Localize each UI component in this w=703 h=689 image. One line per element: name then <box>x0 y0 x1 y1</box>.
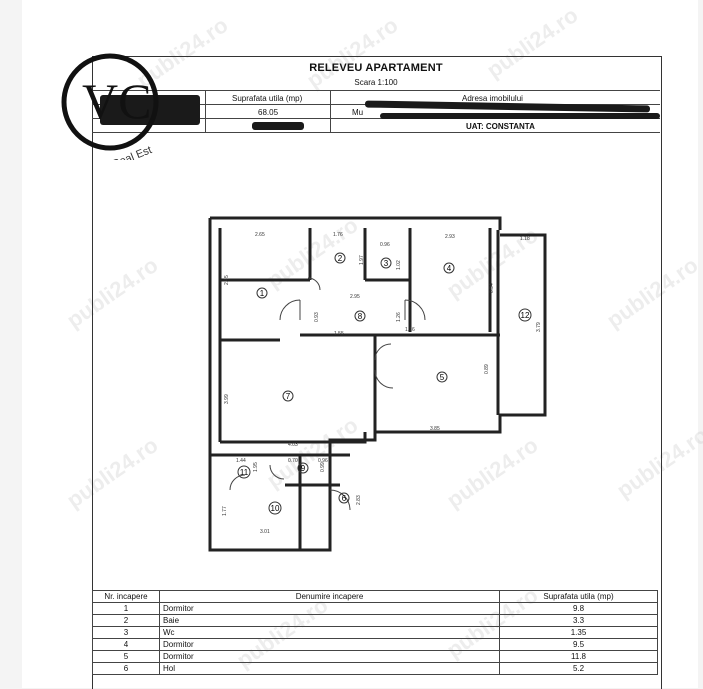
rooms-table: Nr. incapere Denumire incapere Suprafata… <box>92 590 658 675</box>
dimension-label: 3.01 <box>260 529 270 535</box>
dimension-label: 3.85 <box>430 426 440 432</box>
table-row: 6 Hol 5.2 <box>92 662 658 675</box>
room-number: 10 <box>271 504 280 513</box>
room-number: 9 <box>301 464 306 473</box>
dimension-label: 2.93 <box>445 234 455 240</box>
dimension-label: 0.94 <box>489 283 495 293</box>
dimension-label: 3.79 <box>536 322 542 332</box>
address-label: Adresa imobilului <box>462 94 523 103</box>
dimension-label: 2.45 <box>224 275 230 285</box>
dimension-label: 0.93 <box>314 312 320 322</box>
column-header: Denumire incapere <box>159 590 500 603</box>
column-header: Nr. incapere <box>92 590 160 603</box>
dimension-label: 4.03 <box>288 442 298 448</box>
dimension-label: 1.76 <box>333 232 343 238</box>
room-name: Dormitor <box>159 638 500 651</box>
logo-letters: VC <box>82 73 151 129</box>
room-nr: 1 <box>92 602 160 615</box>
title-divider <box>205 90 206 132</box>
area-label: Suprafata utila (mp) <box>232 94 303 103</box>
dimension-label: 0.89 <box>484 364 490 374</box>
dimension-label: 1.16 <box>405 327 415 333</box>
dimension-label: 0.96 <box>318 458 328 464</box>
title-divider <box>330 90 331 132</box>
room-nr: 3 <box>92 626 160 639</box>
room-area: 5.2 <box>499 662 658 675</box>
room-nr: 6 <box>92 662 160 675</box>
drawing-frame <box>92 56 662 689</box>
room-nr: 4 <box>92 638 160 651</box>
column-header: Suprafata utila (mp) <box>499 590 658 603</box>
room-number: 2 <box>338 254 343 263</box>
company-logo: VC Real Est <box>61 53 159 160</box>
floor-plan: 1 2 3 4 5 6 7 8 9 10 11 12 2.65 1.76 0.9… <box>208 216 547 552</box>
dimension-label: 1.44 <box>236 458 246 464</box>
dimension-label: 3.99 <box>224 394 230 404</box>
dimension-label: 1.95 <box>253 462 259 472</box>
dimension-label: 0.96 <box>380 242 390 248</box>
redaction-mark <box>380 113 660 119</box>
room-number: 5 <box>440 373 445 382</box>
table-header-row: Nr. incapere Denumire incapere Suprafata… <box>92 590 658 603</box>
room-name: Dormitor <box>159 650 500 663</box>
room-nr: 5 <box>92 650 160 663</box>
dimension-label: 1.18 <box>520 236 530 242</box>
room-area: 9.8 <box>499 602 658 615</box>
dimension-label: 0.99 <box>320 462 326 472</box>
room-area: 3.3 <box>499 614 658 627</box>
room-name: Wc <box>159 626 500 639</box>
room-number: 7 <box>286 392 291 401</box>
table-row: 1 Dormitor 9.8 <box>92 602 658 615</box>
room-area: 11.8 <box>499 650 658 663</box>
title-divider <box>92 90 660 91</box>
document-scale: Scara 1:100 <box>354 78 398 87</box>
room-number: 8 <box>358 312 363 321</box>
room-name: Hol <box>159 662 500 675</box>
room-number: 4 <box>447 264 452 273</box>
room-area: 9.5 <box>499 638 658 651</box>
table-row: 3 Wc 1.35 <box>92 626 658 639</box>
title-divider <box>92 118 660 119</box>
dimension-label: 2.65 <box>255 232 265 238</box>
uat-label: UAT: CONSTANTA <box>466 122 535 131</box>
room-number: 11 <box>240 468 249 477</box>
room-area: 1.35 <box>499 626 658 639</box>
table-row: 5 Dormitor 11.8 <box>92 650 658 663</box>
dimension-label: 1.55 <box>334 331 344 337</box>
room-name: Baie <box>159 614 500 627</box>
dimension-label: 1.26 <box>396 312 402 322</box>
dimension-label: 1.77 <box>222 506 228 516</box>
redaction-mark <box>252 122 304 130</box>
room-number: 1 <box>260 289 265 298</box>
room-number: 6 <box>342 494 347 503</box>
dimension-label: 2.83 <box>356 495 362 505</box>
dimension-label: 0.70 <box>288 458 298 464</box>
document-title: RELEVEU APARTAMENT <box>309 62 443 74</box>
room-number: 3 <box>384 259 389 268</box>
dimension-label: 1.02 <box>396 260 402 270</box>
room-name: Dormitor <box>159 602 500 615</box>
dimension-label: 2.95 <box>350 294 360 300</box>
table-row: 2 Baie 3.3 <box>92 614 658 627</box>
room-number: 12 <box>521 311 530 320</box>
title-divider <box>92 132 660 133</box>
address-prefix: Mu <box>352 108 364 117</box>
area-value: 68.05 <box>258 108 279 117</box>
table-row: 4 Dormitor 9.5 <box>92 638 658 651</box>
room-nr: 2 <box>92 614 160 627</box>
dimension-label: 1.97 <box>359 255 365 265</box>
